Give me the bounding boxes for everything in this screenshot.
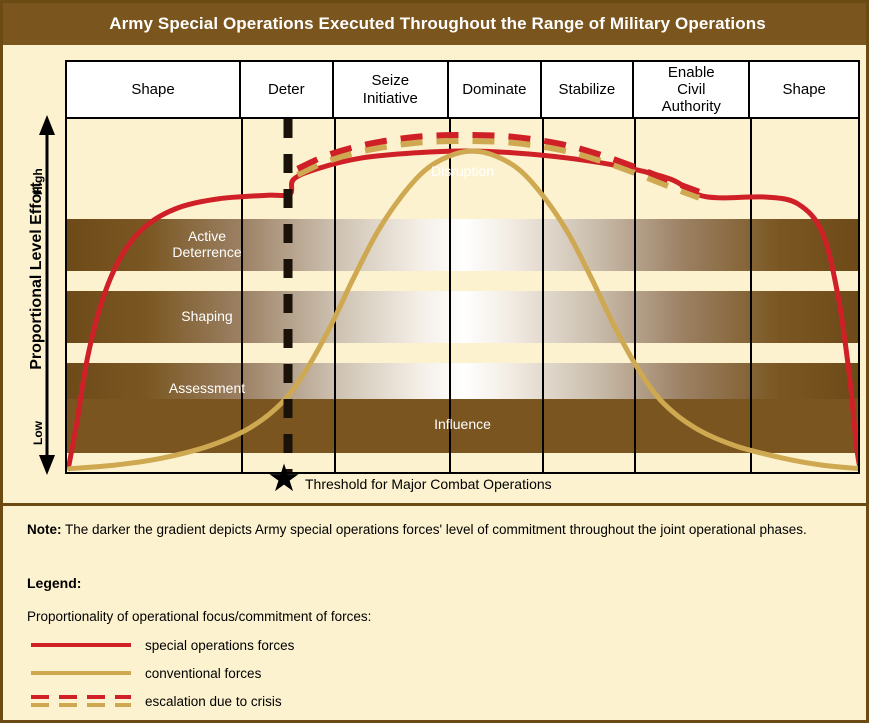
legend-label: special operations forces: [145, 637, 295, 653]
legend-label: escalation due to crisis: [145, 693, 282, 709]
legend-swatch-solid-red: [31, 643, 131, 647]
legend-item-conventional-forces[interactable]: conventional forces: [31, 661, 261, 685]
y-axis-low-label: Low: [31, 421, 45, 445]
phase-divider-5: [634, 119, 637, 472]
note-body: The darker the gradient depicts Army spe…: [61, 522, 807, 537]
band-active-deterrence: [67, 219, 858, 271]
phase-header-stabilize[interactable]: Stabilize: [542, 62, 635, 117]
note-label: Note:: [27, 522, 62, 537]
phase-divider-4: [541, 119, 544, 472]
threshold-star-icon: ★: [266, 458, 302, 500]
phase-header-deter[interactable]: Deter: [241, 62, 334, 117]
phase-header-dominate[interactable]: Dominate: [449, 62, 542, 117]
phase-divider-3: [449, 119, 452, 472]
legend-swatch-dashed-red: [31, 695, 131, 699]
legend-swatch: [31, 694, 131, 708]
legend-swatch-dashed-tan: [31, 703, 131, 707]
note-text: Note: The darker the gradient depicts Ar…: [27, 521, 817, 540]
phase-header-shape[interactable]: Shape: [67, 62, 242, 117]
y-axis-arrow-icon: [39, 115, 55, 475]
legend-swatch: [31, 638, 131, 652]
legend-item-special-operations-forces[interactable]: special operations forces: [31, 633, 294, 657]
y-axis: Proportional Level Effort High Low: [9, 115, 63, 475]
phase-divider-1: [241, 119, 244, 472]
phase-header-shape[interactable]: Shape: [782, 80, 826, 98]
y-axis-high-label: High: [31, 168, 45, 195]
figure-title: Army Special Operations Executed Through…: [3, 3, 866, 45]
escalation-tan-underlay: [296, 137, 701, 201]
legend-label: conventional forces: [145, 665, 262, 681]
conventional-forces-curve: [67, 148, 858, 472]
section-divider: [3, 503, 866, 506]
escalation-due-to-crisis-curve: [296, 131, 701, 195]
phase-divider-2: [333, 119, 336, 472]
phase-divider-6: [750, 119, 753, 472]
band-shaping: [67, 291, 858, 343]
threshold-caption: Threshold for Major Combat Operations: [305, 476, 552, 492]
y-axis-title: Proportional Level Effort: [28, 182, 45, 370]
legend-swatch: [31, 666, 131, 680]
legend-subtitle: Proportionality of operational focus/com…: [27, 609, 372, 624]
curves-layer: [67, 119, 858, 472]
legend-item-escalation-due-to-crisis[interactable]: escalation due to crisis: [31, 689, 282, 713]
special-operations-forces-curve: [67, 148, 858, 472]
legend-heading: Legend:: [27, 575, 82, 591]
legend-swatch-solid-tan: [31, 671, 131, 675]
